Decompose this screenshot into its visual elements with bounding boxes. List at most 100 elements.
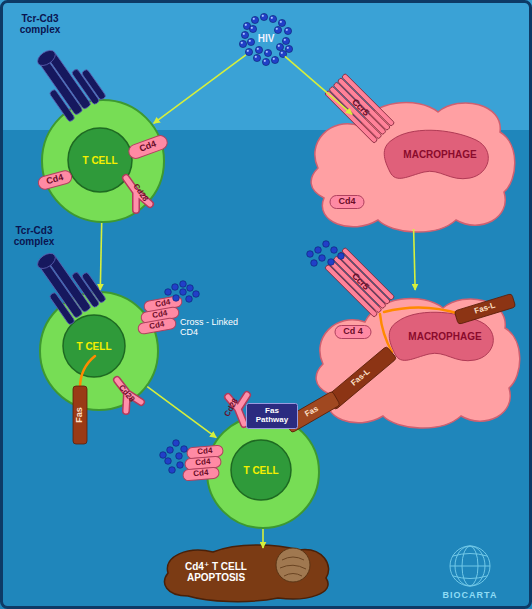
logo-globe [450, 546, 490, 586]
virion-highlight [286, 29, 288, 31]
virion-highlight [249, 40, 251, 42]
part-label: Cd4 [338, 197, 355, 207]
part-label: Cd4 [193, 469, 209, 479]
part-label: Tcr-Cd3 complex [2, 225, 66, 247]
virion-highlight [247, 50, 249, 52]
cell-nucleus [231, 440, 291, 500]
virion [260, 13, 267, 20]
virion [279, 50, 286, 57]
virion [262, 58, 269, 65]
virion [173, 440, 180, 447]
flow-arrow [154, 55, 246, 124]
ccr5-symbol [337, 252, 390, 305]
cell-nucleus [63, 315, 125, 377]
t-cell: T CELL [205, 414, 321, 530]
virion-highlight [253, 18, 255, 20]
part-label: Cd 4 [343, 327, 363, 337]
ccr5-symbol [325, 264, 378, 317]
virion-highlight [266, 51, 268, 53]
virion-highlight [257, 48, 259, 50]
part-label: Cd4 [195, 458, 211, 468]
virion-highlight [281, 52, 283, 54]
virion-highlight [243, 33, 245, 35]
virion-highlight [273, 58, 275, 60]
node-label: T CELL [63, 341, 125, 352]
logo-globe [450, 546, 490, 586]
virion [311, 260, 318, 267]
virion [323, 241, 330, 248]
part-label: Cd4 [197, 447, 213, 457]
virion [271, 56, 278, 63]
part-label: Cross - Linked CD4 [180, 318, 252, 338]
logo-globe [453, 576, 487, 579]
virion [251, 16, 258, 23]
virion [338, 253, 345, 260]
node-label: T CELL [68, 155, 132, 166]
logo-globe [450, 566, 490, 567]
virion [176, 453, 183, 460]
virion [319, 255, 326, 262]
cell-membrane [42, 100, 164, 222]
virion [187, 285, 194, 292]
virion [274, 26, 281, 33]
virion [247, 38, 254, 45]
box-outline [247, 404, 298, 429]
watermark: BIOCARTA [443, 591, 498, 601]
virion [276, 43, 283, 50]
macrophage-body [311, 103, 515, 233]
virion [278, 19, 285, 26]
virion [180, 289, 187, 296]
macrophage-body [316, 299, 520, 429]
virion-highlight [287, 47, 289, 49]
virion [165, 289, 172, 296]
virion [285, 45, 292, 52]
tcr-symbol [81, 69, 106, 101]
virion [169, 467, 176, 474]
virion-highlight [280, 21, 282, 23]
part-label: Fas [75, 407, 85, 423]
virion-highlight [278, 45, 280, 47]
cell-membrane [40, 292, 158, 410]
node-shape [305, 262, 525, 442]
ccr5-symbol [329, 260, 382, 313]
pathway-box: Fas Pathway [246, 403, 298, 429]
macrophage: MACROPHAGE [300, 88, 522, 236]
virion [249, 25, 256, 32]
virion-highlight [241, 42, 243, 44]
virion [328, 259, 335, 266]
flow-arrow [414, 229, 416, 290]
node-label: Fas Pathway [250, 407, 294, 425]
virion [245, 48, 252, 55]
ccr5-symbol [342, 247, 395, 300]
part-label: Tcr-Cd3 complex [8, 13, 72, 35]
macrophage: MACROPHAGE [305, 262, 525, 442]
flow-arrow [285, 56, 352, 114]
node-shape [300, 88, 522, 236]
apoptotic-nucleus [276, 548, 310, 582]
virion [282, 37, 289, 44]
apoptotic-cell: Cd4⁺ T CELL APOPTOSIS [158, 538, 336, 604]
virion-dots [239, 13, 292, 65]
virion-highlight [262, 15, 264, 17]
virion [241, 31, 248, 38]
tcr-symbol [35, 47, 58, 68]
virion-highlight [276, 28, 278, 30]
virion [181, 446, 188, 453]
virion [180, 281, 187, 288]
virion-highlight [255, 56, 257, 58]
virion [315, 247, 322, 254]
virion [186, 296, 193, 303]
cell-membrane [207, 416, 319, 528]
node-shape [158, 538, 336, 604]
virion-highlight [284, 39, 286, 41]
virion-highlight [271, 17, 273, 19]
cell-nucleus [68, 128, 132, 192]
ccr5-symbol [333, 256, 386, 309]
t-cell: T CELL [38, 290, 160, 412]
logo-globe [455, 546, 485, 586]
virion [264, 49, 271, 56]
apoptotic-body [165, 545, 329, 602]
virion-highlight [245, 24, 247, 26]
